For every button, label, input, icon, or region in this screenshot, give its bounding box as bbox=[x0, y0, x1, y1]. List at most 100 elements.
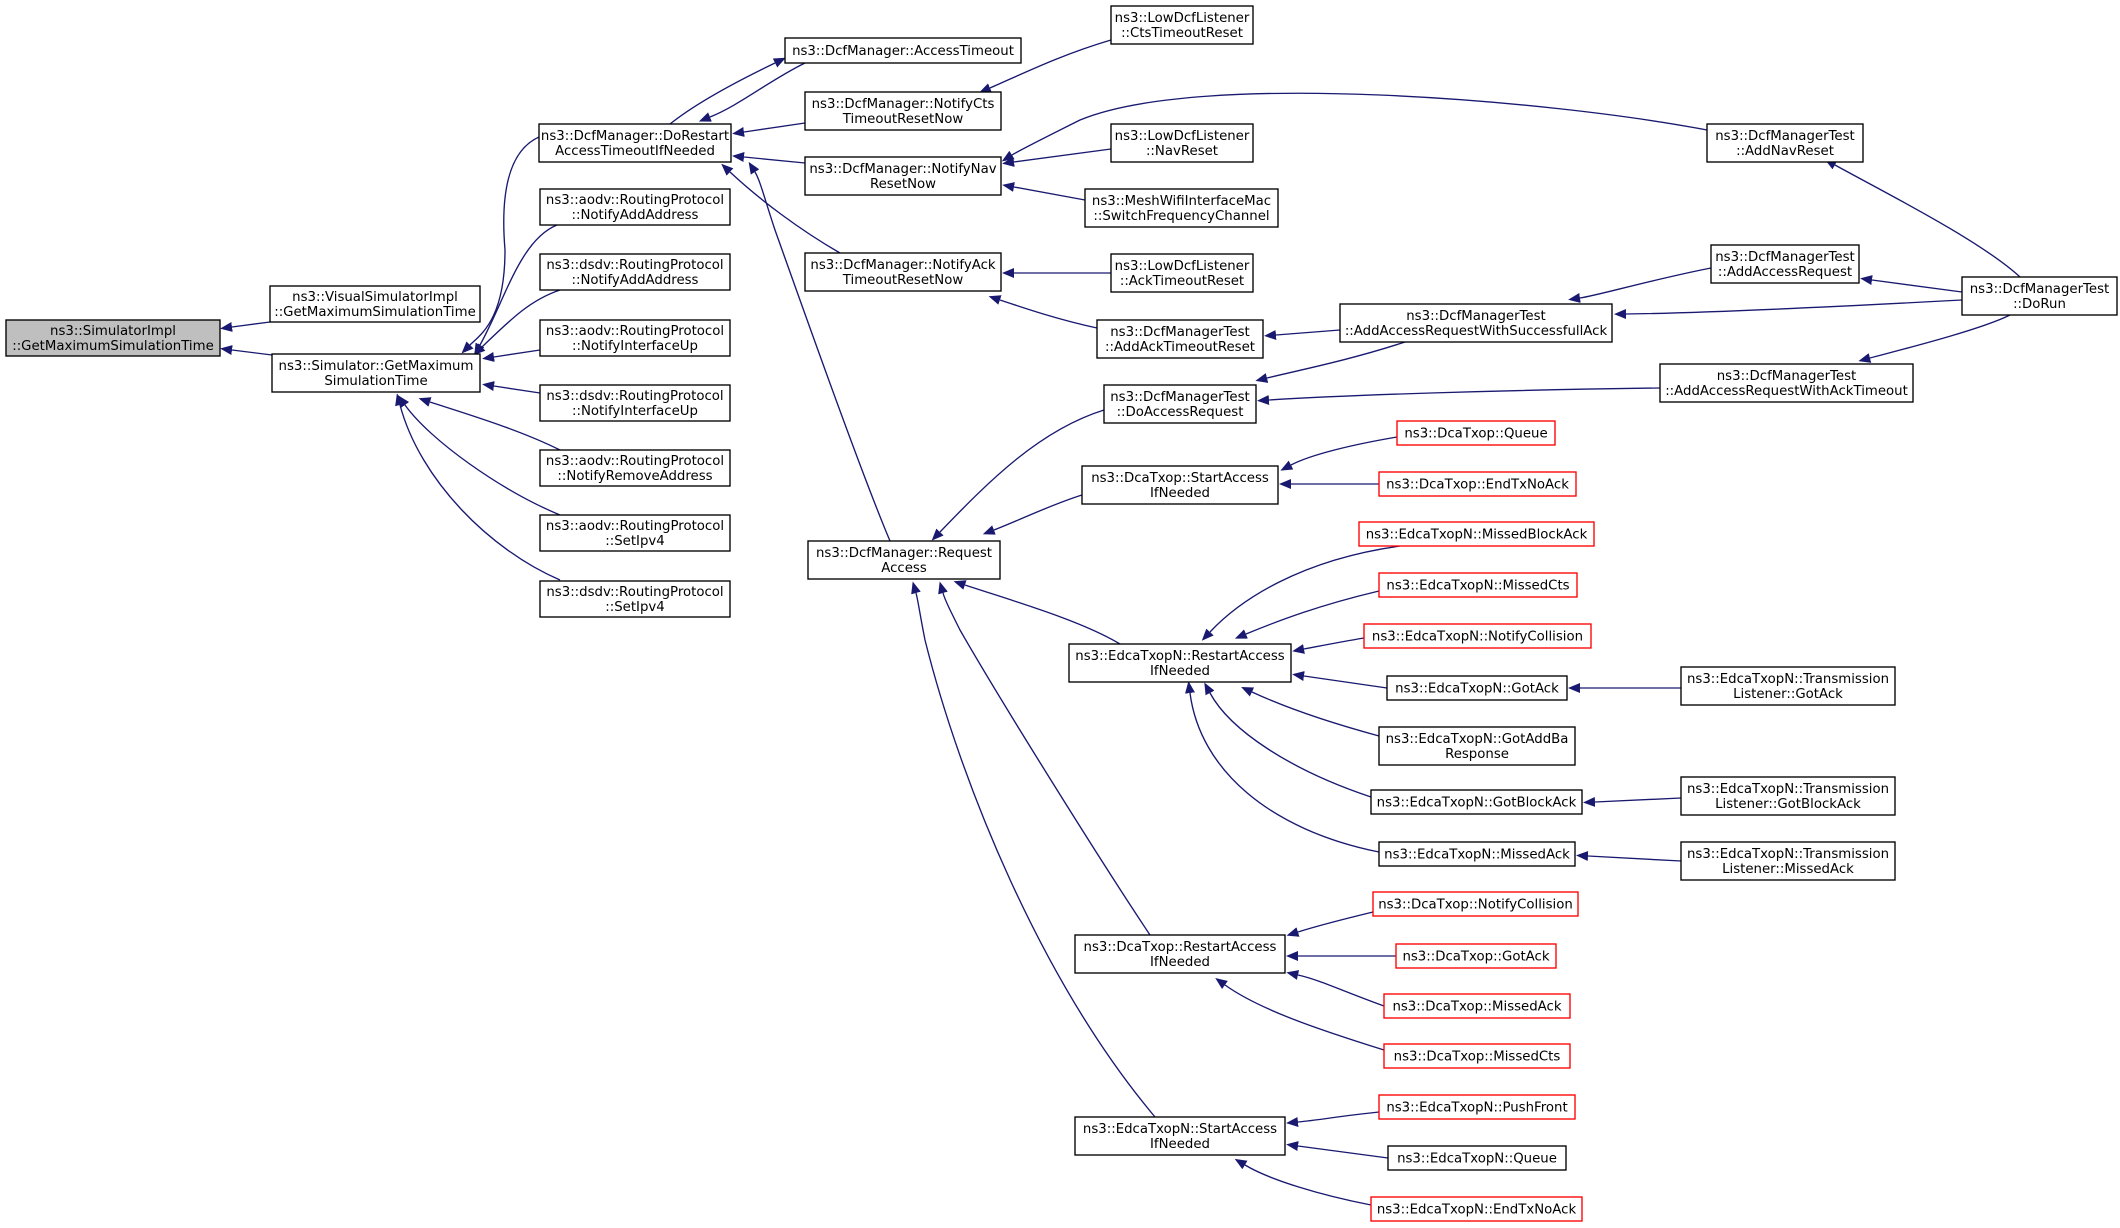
node-edca_notify_coll[interactable]: ns3::EdcaTxopN::NotifyCollision bbox=[1363, 623, 1592, 649]
node-box bbox=[1074, 1116, 1286, 1156]
node-dca_notify_coll[interactable]: ns3::DcaTxop::NotifyCollision bbox=[1372, 891, 1579, 917]
node-dca_missedcts[interactable]: ns3::DcaTxop::MissedCts bbox=[1383, 1043, 1571, 1069]
node-box bbox=[539, 319, 731, 357]
node-label-line: ns3::DcaTxop::MissedCts bbox=[1394, 1050, 1561, 1065]
node-aodv_up[interactable]: ns3::aodv::RoutingProtocol::NotifyInterf… bbox=[539, 319, 731, 357]
node-edca_gotblock[interactable]: ns3::EdcaTxopN::GotBlockAck bbox=[1370, 789, 1583, 815]
node-label-line: ::GetMaximumSimulationTime bbox=[12, 339, 214, 354]
node-edca_gotack[interactable]: ns3::EdcaTxopN::GotAck bbox=[1386, 675, 1568, 701]
node-dca_missedack[interactable]: ns3::DcaTxop::MissedAck bbox=[1383, 993, 1571, 1019]
node-label-line: TimeoutResetNow bbox=[842, 112, 964, 127]
node-test_add_access_ack[interactable]: ns3::DcfManagerTest::AddAccessRequestWit… bbox=[1659, 363, 1914, 403]
node-dca_endtx[interactable]: ns3::DcaTxop::EndTxNoAck bbox=[1378, 471, 1577, 497]
node-dorestart[interactable]: ns3::DcfManager::DoRestartAccessTimeoutI… bbox=[538, 123, 732, 163]
node-label-line: ns3::Simulator::GetMaximum bbox=[279, 359, 474, 374]
node-label-line: ns3::DcfManager::Request bbox=[816, 546, 992, 561]
node-test_add_nav[interactable]: ns3::DcfManagerTest::AddNavReset bbox=[1706, 123, 1864, 163]
node-label-line: ns3::aodv::RoutingProtocol bbox=[546, 519, 724, 534]
node-edca_missed_cts[interactable]: ns3::EdcaTxopN::MissedCts bbox=[1378, 572, 1578, 598]
edge-aodv_up-to-sim bbox=[482, 349, 541, 362]
node-label-line: IfNeeded bbox=[1150, 955, 1210, 970]
node-label-line: AccessTimeoutIfNeeded bbox=[555, 144, 715, 159]
node-label-line: ::NotifyAddAddress bbox=[572, 208, 699, 223]
node-box bbox=[1706, 123, 1864, 163]
node-box bbox=[1370, 789, 1583, 815]
node-box bbox=[1395, 943, 1557, 969]
edge-dca_missedcts-to-dca_restart bbox=[1215, 978, 1385, 1051]
node-box bbox=[1378, 726, 1576, 766]
node-box bbox=[1710, 244, 1860, 284]
node-test_add_access_success[interactable]: ns3::DcfManagerTest::AddAccessRequestWit… bbox=[1339, 303, 1613, 343]
node-mesh_switch[interactable]: ns3::MeshWifiInterfaceMac::SwitchFrequen… bbox=[1084, 188, 1279, 228]
edges-layer bbox=[220, 39, 2021, 1206]
node-test_do_access[interactable]: ns3::DcfManagerTest::DoAccessRequest bbox=[1103, 384, 1257, 424]
edge-aodv_add-to-sim bbox=[474, 224, 558, 356]
node-label-line: TimeoutResetNow bbox=[842, 273, 964, 288]
node-aodv_ipv4[interactable]: ns3::aodv::RoutingProtocol::SetIpv4 bbox=[539, 514, 731, 552]
node-dsdv_up[interactable]: ns3::dsdv::RoutingProtocol::NotifyInterf… bbox=[539, 384, 731, 422]
node-edca_endtx[interactable]: ns3::EdcaTxopN::EndTxNoAck bbox=[1370, 1196, 1583, 1222]
node-label-line: ns3::DcaTxop::StartAccess bbox=[1091, 471, 1269, 486]
node-tl_gotack[interactable]: ns3::EdcaTxopN::TransmissionListener::Go… bbox=[1680, 666, 1896, 706]
node-label-line: ns3::dsdv::RoutingProtocol bbox=[546, 585, 723, 600]
edge-edca_missed_cts-to-edca_restart bbox=[1234, 590, 1380, 639]
edge-test_dorun-to-test_add_access_ack bbox=[1858, 314, 2011, 363]
node-notify_ack[interactable]: ns3::DcfManager::NotifyAckTimeoutResetNo… bbox=[804, 252, 1002, 292]
edge-notify_ack-to-dorestart bbox=[721, 163, 841, 254]
edge-dsdv_add-to-sim bbox=[473, 289, 561, 356]
edge-edca_gotblock-to-edca_restart bbox=[1204, 682, 1372, 798]
node-ldl_nav[interactable]: ns3::LowDcfListener::NavReset bbox=[1110, 123, 1254, 163]
node-tl_gotblock[interactable]: ns3::EdcaTxopN::TransmissionListener::Go… bbox=[1680, 776, 1896, 816]
node-box bbox=[1339, 303, 1613, 343]
node-edca_missed_block[interactable]: ns3::EdcaTxopN::MissedBlockAck bbox=[1358, 521, 1595, 547]
node-test_ack_timeout_reset[interactable]: ns3::DcfManagerTest::AddAckTimeoutReset bbox=[1096, 319, 1264, 359]
edge-dca_notify_coll-to-dca_restart bbox=[1286, 911, 1374, 937]
node-box bbox=[1378, 841, 1576, 867]
node-edca_pushfront[interactable]: ns3::EdcaTxopN::PushFront bbox=[1378, 1094, 1576, 1120]
node-ldl_ack[interactable]: ns3::LowDcfListener::AckTimeoutReset bbox=[1110, 253, 1254, 293]
node-test_add_access[interactable]: ns3::DcfManagerTest::AddAccessRequest bbox=[1710, 244, 1860, 284]
node-label-line: ns3::DcfManagerTest bbox=[1715, 129, 1854, 144]
node-label-line: ns3::aodv::RoutingProtocol bbox=[546, 454, 724, 469]
node-label-line: ns3::EdcaTxopN::NotifyCollision bbox=[1372, 630, 1583, 645]
node-dca_queue[interactable]: ns3::DcaTxop::Queue bbox=[1396, 420, 1556, 446]
node-edca_queue[interactable]: ns3::EdcaTxopN::Queue bbox=[1387, 1145, 1567, 1171]
node-box bbox=[1386, 675, 1568, 701]
node-box bbox=[1383, 1043, 1571, 1069]
node-test_dorun[interactable]: ns3::DcfManagerTest::DoRun bbox=[1961, 276, 2118, 316]
node-notify_cts[interactable]: ns3::DcfManager::NotifyCtsTimeoutResetNo… bbox=[804, 91, 1002, 131]
node-label-line: ::NotifyRemoveAddress bbox=[557, 469, 712, 484]
edge-tl_missedack-to-edca_missedack bbox=[1576, 851, 1682, 862]
node-label-line: ::AddAccessRequest bbox=[1718, 265, 1852, 280]
node-aodv_add[interactable]: ns3::aodv::RoutingProtocol::NotifyAddAdd… bbox=[539, 188, 731, 226]
node-vsi[interactable]: ns3::VisualSimulatorImpl::GetMaximumSimu… bbox=[269, 285, 481, 323]
node-box bbox=[1383, 993, 1571, 1019]
node-ldl_cts[interactable]: ns3::LowDcfListener::CtsTimeoutReset bbox=[1110, 5, 1254, 45]
node-dsdv_add[interactable]: ns3::dsdv::RoutingProtocol::NotifyAddAdd… bbox=[539, 253, 731, 291]
node-aodv_rm[interactable]: ns3::aodv::RoutingProtocol::NotifyRemove… bbox=[539, 449, 731, 487]
node-label-line: ::DoAccessRequest bbox=[1117, 405, 1244, 420]
node-edca_missedack[interactable]: ns3::EdcaTxopN::MissedAck bbox=[1378, 841, 1576, 867]
node-access_timeout[interactable]: ns3::DcfManager::AccessTimeout bbox=[784, 37, 1022, 64]
node-tl_missedack[interactable]: ns3::EdcaTxopN::TransmissionListener::Mi… bbox=[1680, 841, 1896, 881]
node-dca_gotack[interactable]: ns3::DcaTxop::GotAck bbox=[1395, 943, 1557, 969]
node-sim[interactable]: ns3::Simulator::GetMaximumSimulationTime bbox=[271, 353, 481, 393]
node-box bbox=[539, 580, 731, 618]
edge-dca_missedack-to-dca_restart bbox=[1286, 970, 1385, 1007]
node-dsdv_ipv4[interactable]: ns3::dsdv::RoutingProtocol::SetIpv4 bbox=[539, 580, 731, 618]
node-label-line: ns3::EdcaTxopN::GotAck bbox=[1395, 682, 1559, 697]
node-label-line: SimulationTime bbox=[324, 374, 427, 389]
node-label-line: ns3::DcfManagerTest bbox=[1110, 325, 1249, 340]
node-label-line: ::NavReset bbox=[1146, 144, 1218, 159]
node-label-line: ns3::EdcaTxopN::PushFront bbox=[1386, 1101, 1567, 1116]
node-label-line: ns3::dsdv::RoutingProtocol bbox=[546, 389, 723, 404]
edge-dca_start-to-request_access bbox=[982, 494, 1083, 535]
node-box bbox=[1396, 420, 1556, 446]
